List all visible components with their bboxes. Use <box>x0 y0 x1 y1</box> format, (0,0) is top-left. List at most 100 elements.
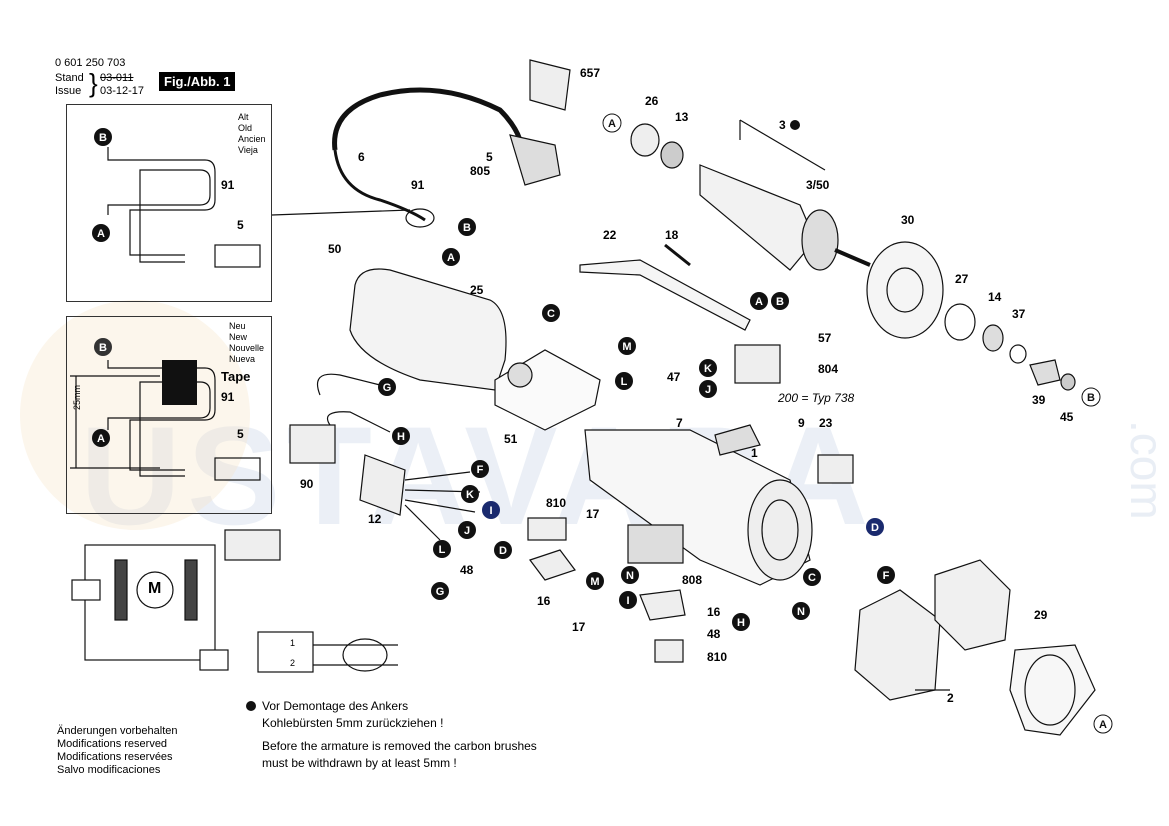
part-50: 50 <box>328 242 342 256</box>
marker-b-cord: B <box>463 222 471 234</box>
plug <box>509 134 561 186</box>
part-90: 90 <box>300 477 314 491</box>
cord-clamp <box>529 59 571 111</box>
marker-l2: L <box>439 544 446 556</box>
switch-lever <box>579 259 751 331</box>
part-12: 12 <box>368 512 382 526</box>
figure-label: Fig./Abb. 1 <box>159 72 236 91</box>
part-22: 22 <box>603 228 617 242</box>
brush-810b <box>654 639 684 663</box>
marker-a-old: A <box>97 228 105 240</box>
new-lang-0: Neu <box>229 321 246 331</box>
old-lang-2: Ancien <box>238 134 266 144</box>
switch-804 <box>734 344 781 384</box>
coil-symbol <box>342 638 388 672</box>
note-de-2: Kohlebürsten 5mm zurückziehen ! <box>262 716 444 730</box>
switch-label-1: 1 <box>290 638 296 648</box>
ring-27 <box>944 303 976 341</box>
note-en-1: Before the armature is removed the carbo… <box>262 739 537 753</box>
bullet-note <box>246 701 256 711</box>
old-wire-b <box>107 147 216 256</box>
plate-808 <box>627 524 684 564</box>
marker-circles: B A B A B A A C M L A B K J G H F K I J … <box>92 113 1113 734</box>
note-en-2: must be withdrawn by at least 5mm ! <box>262 756 457 770</box>
part-29: 29 <box>1034 608 1048 622</box>
nut-45 <box>1060 373 1076 391</box>
new-terminal <box>214 457 261 481</box>
part-5: 5 <box>486 150 493 164</box>
part-808: 808 <box>682 573 703 587</box>
marker-l1: L <box>621 376 628 388</box>
stand-label: Stand <box>55 72 84 84</box>
part-30: 30 <box>901 213 915 227</box>
marker-i1: I <box>489 505 492 517</box>
washer-37 <box>1009 344 1027 364</box>
bearing-13 <box>660 141 684 169</box>
bearing-26 <box>630 123 660 157</box>
part-200: 200 = Typ 738 <box>778 391 855 405</box>
brace: } <box>89 68 98 98</box>
new-label-91: 91 <box>221 390 235 404</box>
tape-label: Tape <box>221 369 251 384</box>
part-39: 39 <box>1032 393 1046 407</box>
marker-a-new: A <box>97 433 105 445</box>
spring <box>664 243 691 267</box>
stand-value: 03-011 <box>100 72 134 84</box>
dim-25mm: 25mm <box>72 384 82 410</box>
marker-j2: J <box>464 525 470 537</box>
switch-label-2: 2 <box>290 658 296 668</box>
motor-letter: M <box>148 580 162 597</box>
part-25: 25 <box>470 283 484 297</box>
marker-c: C <box>547 308 555 320</box>
fan-guard <box>866 241 944 339</box>
field-coil-b <box>934 559 1011 651</box>
disclaimer-fr: Modifications reservées <box>57 751 173 763</box>
part-3: 3 <box>779 118 786 132</box>
part-14: 14 <box>988 290 1002 304</box>
tape-block <box>162 360 197 405</box>
marker-b-switch: B <box>776 296 784 308</box>
marker-f2: F <box>883 570 890 582</box>
new-lang-1: New <box>229 332 248 342</box>
marker-j1: J <box>705 384 711 396</box>
part-17-b: 17 <box>572 620 586 634</box>
part-16-a: 16 <box>537 594 551 608</box>
part-657: 657 <box>580 66 601 80</box>
part-804: 804 <box>818 362 839 376</box>
marker-b-new: B <box>99 342 107 354</box>
part-48-b: 48 <box>707 627 721 641</box>
marker-a-cord: A <box>447 252 455 264</box>
marker-b-old: B <box>99 132 107 144</box>
disclaimer-de: Änderungen vorbehalten <box>57 725 178 737</box>
housing-29 <box>1009 644 1096 736</box>
part-7: 7 <box>676 416 683 430</box>
armature <box>699 164 816 271</box>
old-version-box <box>66 104 272 302</box>
new-wire-a <box>107 381 211 477</box>
electronic-51 <box>494 349 601 431</box>
part-805: 805 <box>470 164 491 178</box>
marker-i2: I <box>626 595 629 607</box>
part-91: 91 <box>411 178 425 192</box>
marker-m2: M <box>590 576 599 588</box>
plate-9 <box>714 424 761 456</box>
marker-g1: G <box>383 382 392 394</box>
marker-d2: D <box>871 522 879 534</box>
old-lang-3: Vieja <box>238 145 258 155</box>
brush-holder-16a <box>529 549 576 581</box>
part-23 <box>817 454 854 484</box>
part-18: 18 <box>665 228 679 242</box>
marker-k2: K <box>466 489 474 501</box>
watermark-circle <box>20 300 250 530</box>
brush-810 <box>527 517 567 541</box>
new-label-5: 5 <box>237 427 244 441</box>
housing-25 <box>349 268 507 391</box>
switch-symbol <box>257 631 314 673</box>
marker-f1: F <box>477 464 484 476</box>
power-cord <box>332 87 523 151</box>
bearing-14 <box>982 324 1004 352</box>
part-number: 0 601 250 703 <box>55 57 126 69</box>
new-version-box <box>66 316 272 514</box>
part-45: 45 <box>1060 410 1074 424</box>
